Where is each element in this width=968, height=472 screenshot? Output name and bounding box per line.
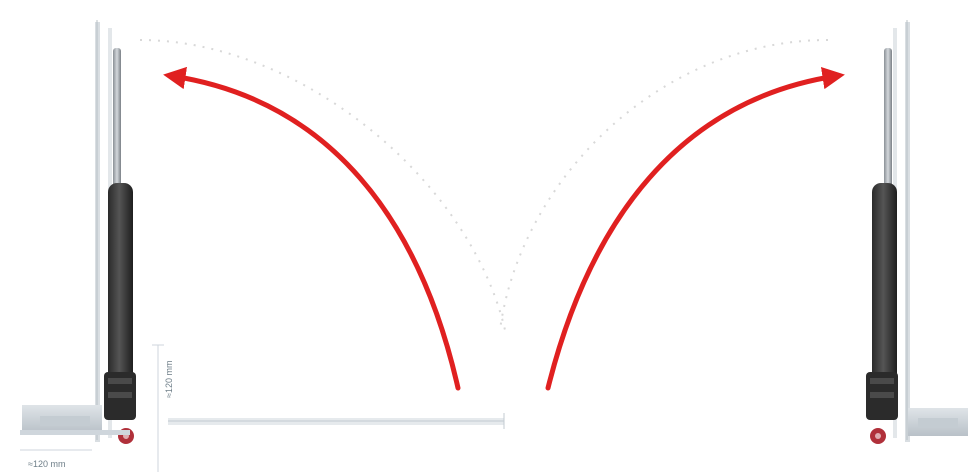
left-cylinder-body [108,183,133,383]
vertical-clearance-label: ≈120 mm [164,361,174,398]
left-swing-path-dotted [139,39,506,331]
dimension-lines [20,344,505,472]
horizontal-clearance-label: ≈120 mm [28,459,65,469]
right-cylinder-body [872,183,897,383]
right-opening-arrow [545,66,845,391]
left-opening-arrow [163,66,461,391]
right-piston-rod [884,48,892,188]
left-gas-spring-assembly [20,20,136,444]
right-swing-path-dotted [499,39,829,331]
right-gas-spring-assembly [866,20,968,444]
left-piston-rod [113,48,121,188]
